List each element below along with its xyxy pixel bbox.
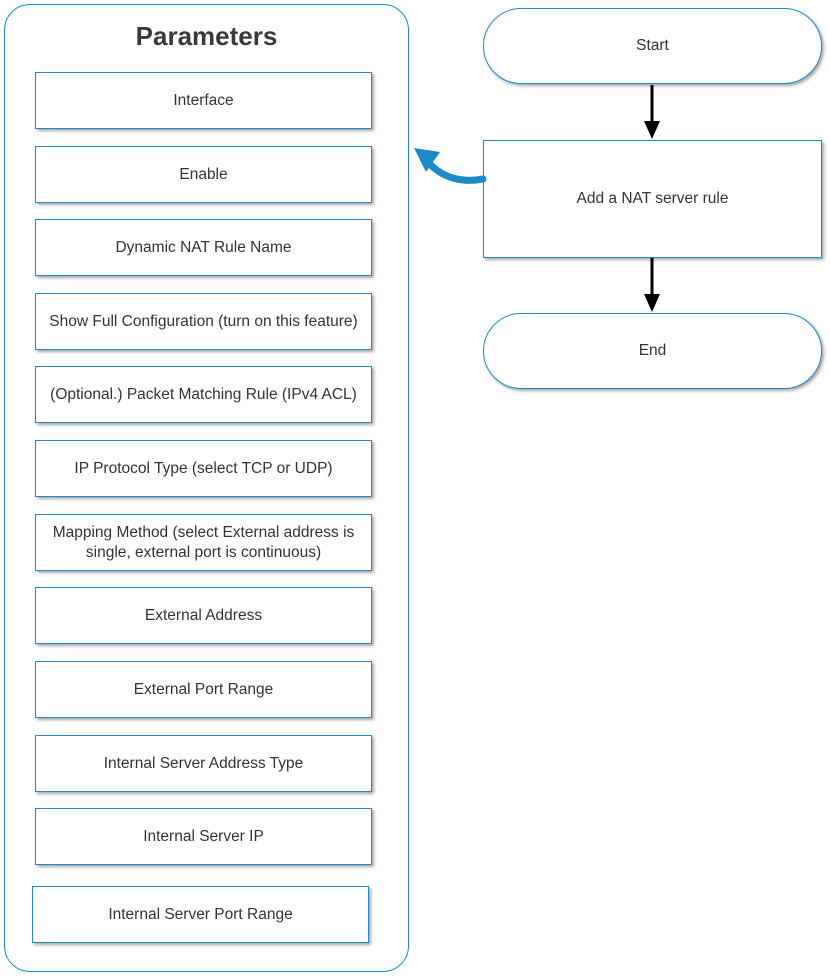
end-terminal: End [483, 313, 822, 389]
param-dynamic-nat-rule-name: Dynamic NAT Rule Name [35, 219, 372, 276]
param-enable: Enable [35, 146, 372, 203]
param-external-address: External Address [35, 587, 372, 644]
param-mapping-method: Mapping Method (select External address … [35, 514, 372, 571]
arrow-step-to-end [644, 258, 660, 312]
param-external-port-range: External Port Range [35, 661, 372, 718]
param-packet-matching-rule: (Optional.) Packet Matching Rule (IPv4 A… [35, 366, 372, 423]
arrow-start-to-step [644, 85, 660, 139]
param-internal-server-ip: Internal Server IP [35, 808, 372, 865]
param-internal-server-address-type: Internal Server Address Type [35, 735, 372, 792]
parameters-title: Parameters [135, 21, 278, 51]
param-interface: Interface [35, 72, 372, 129]
curved-arrow-to-parameters [414, 148, 487, 184]
param-ip-protocol-type: IP Protocol Type (select TCP or UDP) [35, 440, 372, 497]
param-internal-server-port-range: Internal Server Port Range [32, 886, 369, 943]
param-show-full-configuration: Show Full Configuration (turn on this fe… [35, 293, 372, 350]
add-nat-server-rule-step: Add a NAT server rule [483, 140, 822, 258]
start-terminal: Start [483, 8, 822, 84]
